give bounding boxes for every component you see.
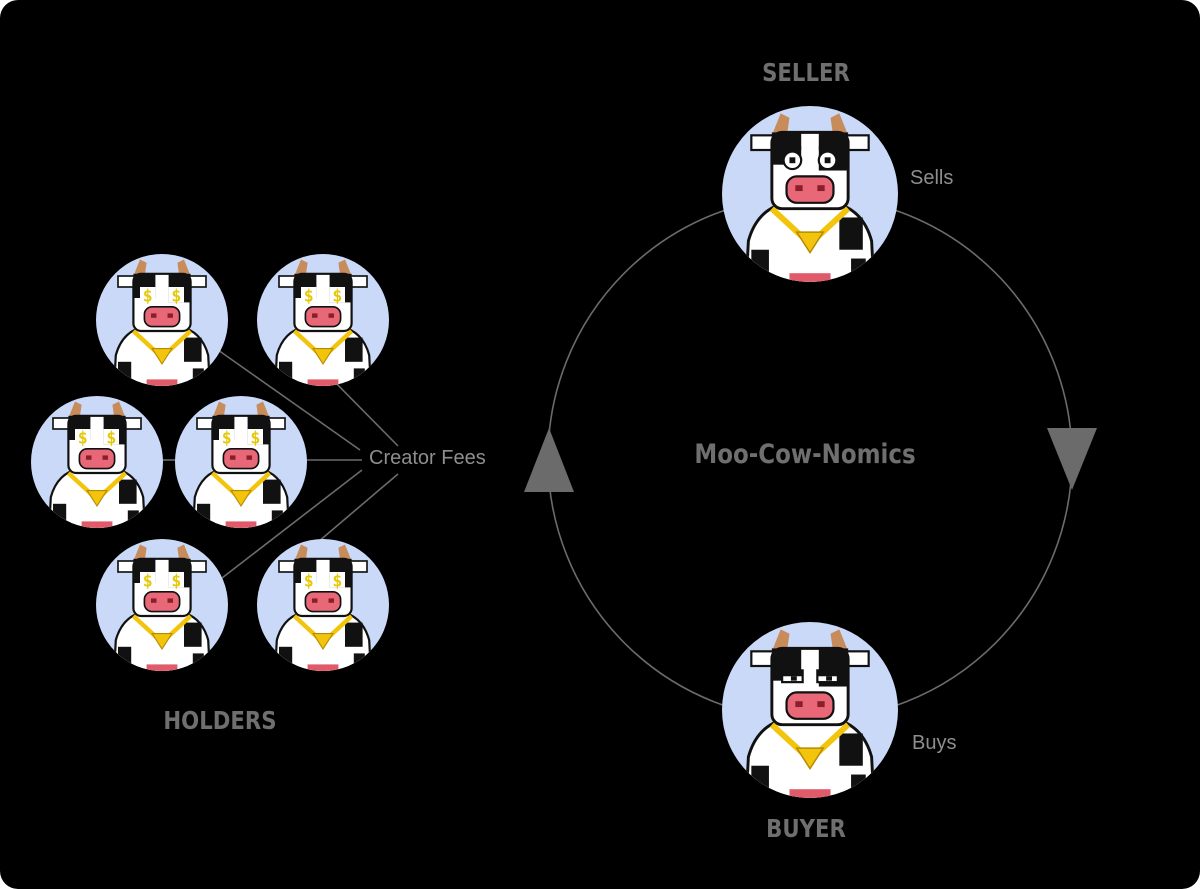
creator-fees-label: Creator Fees — [369, 447, 486, 469]
holders-label: HOLDERS — [163, 706, 277, 735]
holder-avatar-3 — [31, 396, 163, 528]
fee-line-1 — [217, 349, 361, 451]
fee-line-5 — [221, 469, 363, 579]
ring-arrow-up — [524, 428, 574, 492]
holder-avatar-5 — [96, 539, 228, 671]
buys-label: Buys — [912, 732, 957, 754]
ring-arrow-down — [1047, 428, 1097, 490]
seller-avatar — [722, 106, 898, 282]
holder-avatar-1 — [96, 254, 228, 386]
holder-avatar-6 — [257, 539, 389, 671]
sells-label: Sells — [910, 167, 954, 189]
seller-label: SELLER — [762, 58, 850, 87]
buyer-avatar — [722, 622, 898, 798]
buyer-label: BUYER — [766, 814, 846, 843]
diagram-title: Moo-Cow-Nomics — [694, 439, 916, 470]
fee-line-6 — [317, 473, 399, 543]
holder-avatar-2 — [257, 254, 389, 386]
holder-avatar-4 — [175, 396, 307, 528]
